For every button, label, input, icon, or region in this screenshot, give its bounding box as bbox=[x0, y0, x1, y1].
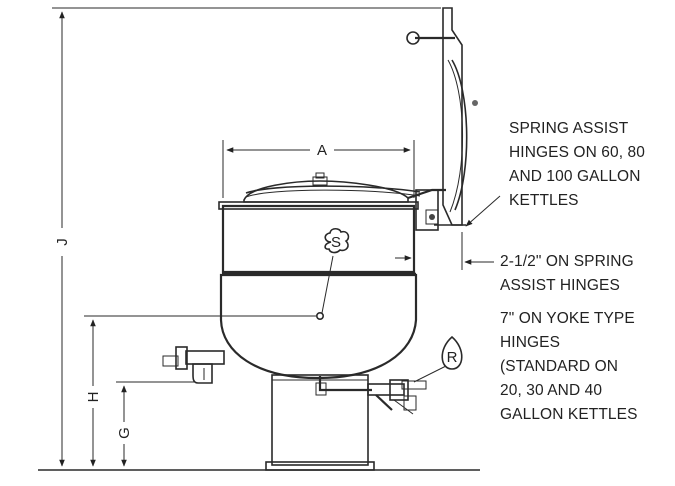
note-yoke-line-2: HINGES bbox=[500, 334, 560, 351]
note-spring-assist: SPRING ASSIST HINGES ON 60, 80 AND 100 G… bbox=[509, 120, 645, 209]
note-yoke-line-5: GALLON KETTLES bbox=[500, 406, 638, 423]
dimension-j-label: J bbox=[54, 238, 71, 246]
hinge-assembly bbox=[407, 188, 466, 231]
dimension-a-label: A bbox=[317, 142, 327, 159]
dimension-h: H bbox=[84, 315, 316, 467]
note-spring-assist-line-3: AND 100 GALLON bbox=[509, 168, 641, 185]
steam-label: S bbox=[331, 234, 341, 251]
note-yoke: 7" ON YOKE TYPE HINGES (STANDARD ON 20, … bbox=[500, 310, 638, 423]
note-yoke-line-4: 20, 30 AND 40 bbox=[500, 382, 602, 399]
note-spring-assist-line-1: SPRING ASSIST bbox=[509, 120, 629, 137]
drain-valve bbox=[315, 376, 427, 415]
dimension-g-label: G bbox=[116, 427, 133, 439]
dimension-j: J bbox=[52, 7, 441, 467]
dimension-h-label: H bbox=[85, 392, 102, 403]
note-spring-assist-line-4: KETTLES bbox=[509, 192, 579, 209]
note-clearance: 2-1/2" ON SPRING ASSIST HINGES bbox=[500, 253, 634, 294]
drain-label: R bbox=[447, 349, 458, 366]
hinge-clearance-dimension bbox=[395, 212, 494, 270]
steam-symbol: S bbox=[315, 227, 350, 320]
kettle-body bbox=[218, 201, 419, 380]
drain-symbol: R bbox=[413, 335, 463, 383]
note-yoke-line-1: 7" ON YOKE TYPE bbox=[500, 310, 635, 327]
note-yoke-line-3: (STANDARD ON bbox=[500, 358, 618, 375]
dimension-a: A bbox=[222, 140, 415, 198]
spring-assist-leader bbox=[465, 195, 501, 227]
kettle-lid bbox=[243, 172, 421, 203]
open-lid-handle bbox=[406, 7, 478, 226]
note-spring-assist-line-2: HINGES ON 60, 80 bbox=[509, 144, 645, 161]
draw-off-valve bbox=[162, 346, 225, 384]
dimension-g: G bbox=[116, 381, 196, 467]
note-clearance-line-2: ASSIST HINGES bbox=[500, 277, 620, 294]
note-clearance-line-1: 2-1/2" ON SPRING bbox=[500, 253, 634, 270]
